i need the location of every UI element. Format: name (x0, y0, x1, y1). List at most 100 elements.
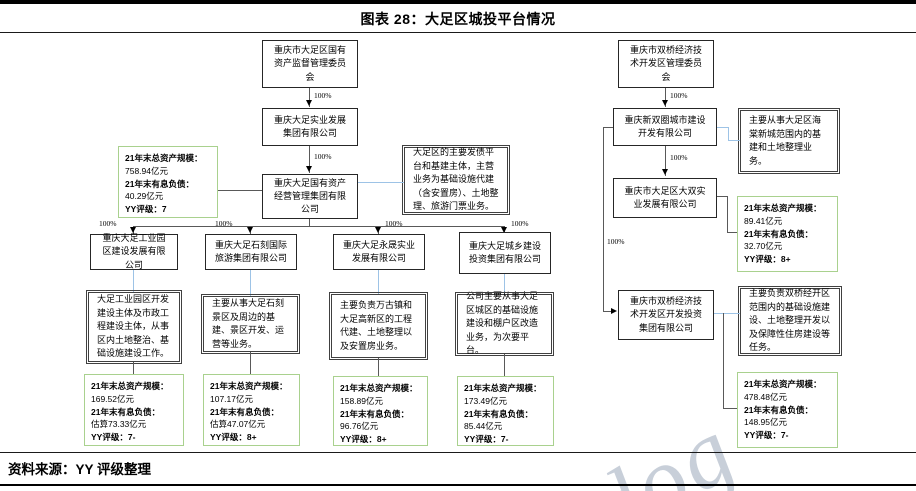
connector-line (133, 270, 134, 292)
note-dazu-soa-group-text: 大足区的主要发债平台和基建主体，主营业务为基础设施代建（含安置房）、土地整理、旅… (413, 147, 499, 212)
stat-debt-value: 估算47.07亿元 (210, 419, 266, 430)
connector-line (309, 219, 310, 226)
ownership-percent-label: 100% (314, 152, 332, 161)
box-dazu-soa-group-label: 重庆大足国有资产经营管理集团有限公司 (273, 177, 346, 215)
figure-title: 图表 28：大足区城投平台情况 (360, 11, 556, 27)
stats-subsidiary-4: 21年末总资产规模： 173.49亿元 21年末有息负债： 85.44亿元 YY… (457, 376, 554, 446)
stat-rating: YY评级：8+ (210, 432, 257, 442)
stat-asset-label: 21年末总资产规模： (125, 153, 203, 163)
stat-rating: YY评级：7 (125, 204, 167, 214)
top-border-bar (0, 0, 916, 4)
box-dashuang-industry: 重庆市大足区大双实业发展有限公司 (613, 178, 717, 218)
connector-line (358, 182, 404, 183)
box-subsidiary-3: 重庆大足永晟实业发展有限公司 (333, 234, 425, 270)
stat-asset-value: 89.41亿元 (744, 215, 783, 226)
stat-asset-value: 107.17亿元 (210, 393, 253, 404)
ownership-percent-label: 100% (511, 219, 529, 228)
connector-line (603, 127, 604, 311)
stats-dazu-soa-group: 21年末总资产规模： 758.94亿元 21年末有息负债： 40.29亿元 YY… (118, 146, 218, 218)
arrow-down-icon (375, 227, 381, 233)
arrow-down-icon (662, 169, 668, 175)
connector-line (717, 196, 727, 197)
connector-line (133, 362, 134, 374)
stat-debt-value: 32.70亿元 (744, 241, 783, 252)
box-shuangqiao-invest-group: 重庆市双桥经济技术开发区开发投资集团有限公司 (618, 290, 714, 340)
note-shuangqiao-invest-group: 主要负责双桥经开区范围内的基础设施建设、土地整理开发以及保障性住房建设等任务。 (738, 286, 842, 356)
box-xinshuangquan: 重庆新双圈城市建设开发有限公司 (613, 108, 717, 146)
ownership-percent-label: 100% (314, 91, 332, 100)
box-subsidiary-4: 重庆大足城乡建设投资集团有限公司 (459, 232, 551, 274)
note-subsidiary-2-text: 主要从事大足石刻景区及周边的基建、景区开发、运营等业务。 (212, 298, 285, 349)
title-divider (0, 32, 916, 33)
connector-line (665, 88, 666, 107)
note-subsidiary-1-text: 大足工业园区开发建设主体及市政工程建设主体，从事区内土地整治、基础设施建设工作。 (97, 294, 170, 359)
arrow-right-icon (611, 308, 617, 314)
connector-line (378, 270, 379, 294)
connector-line (727, 196, 728, 232)
stats-subsidiary-2: 21年末总资产规模： 107.17亿元 21年末有息负债： 估算47.07亿元 … (203, 374, 300, 446)
stat-rating: YY评级：7- (91, 432, 136, 442)
arrow-down-icon (306, 100, 312, 106)
box-dazu-soa-group: 重庆大足国有资产经营管理集团有限公司 (262, 174, 358, 219)
connector-line (218, 190, 262, 191)
stat-debt-label: 21年末有息负债： (744, 404, 813, 415)
stat-asset-label: 21年末总资产规模： (744, 203, 822, 213)
stat-debt-value: 估算73.33亿元 (91, 419, 147, 430)
stat-asset-label: 21年末总资产规模： (91, 381, 169, 391)
stat-asset-label: 21年末总资产规模： (744, 379, 822, 389)
stat-asset-value: 158.89亿元 (340, 395, 383, 406)
stat-debt-label: 21年末有息负债： (340, 408, 409, 419)
connector-line (714, 313, 740, 314)
box-subsidiary-2-label: 重庆大足石刻国际旅游集团有限公司 (215, 239, 288, 263)
stats-subsidiary-1: 21年末总资产规模： 169.52亿元 21年末有息负债： 估算73.33亿元 … (84, 374, 184, 446)
box-shuangqiao-committee-label: 重庆市双桥经济技术开发区管理委员会 (629, 45, 702, 82)
box-subsidiary-3-label: 重庆大足永晟实业发展有限公司 (343, 239, 416, 263)
stat-asset-value: 758.94亿元 (125, 165, 168, 176)
box-dazu-industry-group-label: 重庆大足实业发展集团有限公司 (273, 114, 346, 138)
connector-line (504, 354, 505, 376)
ownership-percent-label: 100% (607, 237, 625, 246)
stat-rating: YY评级：7- (744, 430, 789, 440)
stat-debt-label: 21年末有息负债： (125, 178, 194, 189)
source-text: 资料来源：YY 评级整理 (8, 462, 152, 477)
ownership-percent-label: 100% (670, 153, 688, 162)
connector-line (717, 127, 728, 128)
connector-line (723, 313, 724, 408)
stat-asset-value: 478.48亿元 (744, 391, 787, 402)
arrow-down-icon (247, 227, 253, 233)
ownership-percent-label: 100% (670, 91, 688, 100)
stats-dashuang-industry: 21年末总资产规模： 89.41亿元 21年末有息负债： 32.70亿元 YY评… (737, 196, 838, 272)
box-subsidiary-2: 重庆大足石刻国际旅游集团有限公司 (205, 234, 297, 270)
box-dazu-industry-group: 重庆大足实业发展集团有限公司 (262, 108, 358, 146)
arrow-down-icon (662, 100, 668, 106)
source-divider (0, 452, 916, 453)
connector-line (603, 127, 613, 128)
stats-shuangqiao-invest-group: 21年末总资产规模： 478.48亿元 21年末有息负债： 148.95亿元 Y… (737, 372, 838, 448)
connector-line (309, 88, 310, 107)
ownership-percent-label: 100% (385, 219, 403, 228)
stat-rating: YY评级：7- (464, 434, 509, 444)
stat-rating: YY评级：8+ (340, 434, 387, 444)
note-xinshuangquan: 主要从事大足区海棠新城范围内的基建和土地整理业务。 (738, 108, 840, 174)
stat-debt-label: 21年末有息负债： (91, 406, 160, 417)
stat-debt-value: 96.76亿元 (340, 421, 379, 432)
note-subsidiary-3: 主要负责万古镇和大足高新区的工程代建、土地整理以及安置房业务。 (329, 292, 428, 360)
stat-debt-label: 21年末有息负债： (464, 408, 533, 419)
box-dazu-sasac: 重庆市大足区国有资产监督管理委员会 (262, 40, 358, 88)
bottom-border-bar (0, 484, 916, 486)
note-shuangqiao-invest-group-text: 主要负责双桥经开区范围内的基础设施建设、土地整理开发以及保障性住房建设等任务。 (749, 288, 831, 353)
box-shuangqiao-committee: 重庆市双桥经济技术开发区管理委员会 (618, 40, 714, 88)
connector-line (309, 146, 310, 173)
stat-debt-value: 148.95亿元 (744, 417, 787, 428)
note-subsidiary-1: 大足工业园区开发建设主体及市政工程建设主体，从事区内土地整治、基础设施建设工作。 (86, 290, 182, 364)
connector-line (133, 226, 505, 227)
connector-line (603, 311, 612, 312)
arrow-down-icon (501, 227, 507, 233)
connector-line (727, 232, 737, 233)
connector-line (250, 270, 251, 296)
ownership-percent-label: 100% (215, 219, 233, 228)
arrow-down-icon (306, 166, 312, 172)
arrow-down-icon (130, 227, 136, 233)
box-xinshuangquan-label: 重庆新双圈城市建设开发有限公司 (624, 114, 706, 138)
